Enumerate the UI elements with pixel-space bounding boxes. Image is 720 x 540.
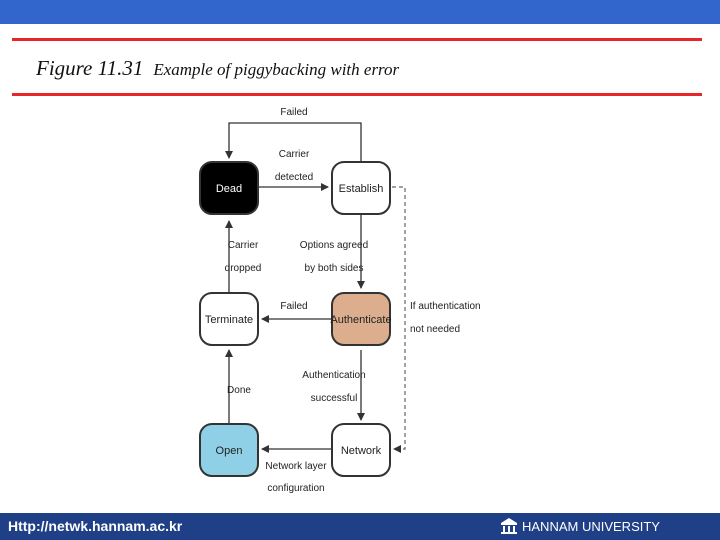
- edge-failed-mid: Failed: [261, 301, 332, 323]
- edge-failed-top: Failed: [225, 107, 362, 163]
- footer-university: HANNAM UNIVERSITY: [500, 517, 660, 535]
- top-rule: [12, 38, 702, 41]
- footer-university-name: HANNAM UNIVERSITY: [522, 518, 660, 534]
- edge-label-failed-mid: Failed: [280, 301, 307, 312]
- figure-caption: Figure 11.31 Example of piggybacking with…: [36, 56, 399, 81]
- footer-url: Http://netwk.hannam.ac.kr: [8, 518, 183, 534]
- university-emblem-icon: [501, 518, 517, 534]
- edge-label-auth-successful-2: successful: [311, 393, 358, 404]
- edge-auth-successful: Authentication successful: [302, 350, 366, 421]
- state-network: Network: [331, 423, 391, 477]
- state-establish: Establish: [331, 161, 391, 215]
- edge-carrier-detected: Carrier detected: [258, 149, 329, 191]
- state-dead: Dead: [199, 161, 259, 215]
- edge-label-carrier-detected-2: detected: [275, 172, 313, 183]
- footer-bar: [0, 513, 720, 540]
- state-establish-label: Establish: [339, 183, 384, 195]
- edge-label-carrier-dropped-1: Carrier: [228, 240, 259, 251]
- edge-carrier-dropped: Carrier dropped: [225, 220, 262, 292]
- state-terminate: Terminate: [199, 292, 259, 346]
- edge-label-failed-top: Failed: [280, 107, 307, 118]
- state-dead-label: Dead: [216, 183, 242, 195]
- top-accent-bar: [0, 0, 720, 24]
- edge-label-carrier-detected-1: Carrier: [279, 149, 310, 160]
- state-open-label: Open: [216, 445, 243, 457]
- caption-rule: [12, 93, 702, 96]
- edge-auth-not-needed: If authentication not needed: [392, 186, 481, 453]
- figure-number: Figure 11.31: [36, 56, 144, 80]
- state-network-label: Network: [341, 445, 382, 457]
- state-terminate-label: Terminate: [205, 314, 253, 326]
- edge-label-auth-not-needed-2: not needed: [410, 324, 460, 335]
- state-authenticate: Authenticate: [330, 292, 392, 346]
- edge-done: Done: [225, 349, 251, 423]
- state-open: Open: [199, 423, 259, 477]
- edge-network-layer-config: Network layer configuration: [261, 445, 332, 494]
- edge-label-carrier-dropped-2: dropped: [225, 263, 262, 274]
- figure-title: Example of piggybacking with error: [153, 60, 400, 79]
- edge-label-auth-not-needed-1: If authentication: [410, 301, 481, 312]
- edge-label-done: Done: [227, 385, 251, 396]
- edge-label-options-agreed-2: by both sides: [305, 263, 364, 274]
- state-authenticate-label: Authenticate: [330, 314, 391, 326]
- edge-label-network-layer-config-1: Network layer: [265, 461, 327, 472]
- edge-label-auth-successful-1: Authentication: [302, 370, 365, 381]
- edge-options-agreed: Options agreed by both sides: [300, 215, 368, 289]
- edge-label-network-layer-config-2: configuration: [267, 483, 324, 494]
- edge-label-options-agreed-1: Options agreed: [300, 240, 368, 251]
